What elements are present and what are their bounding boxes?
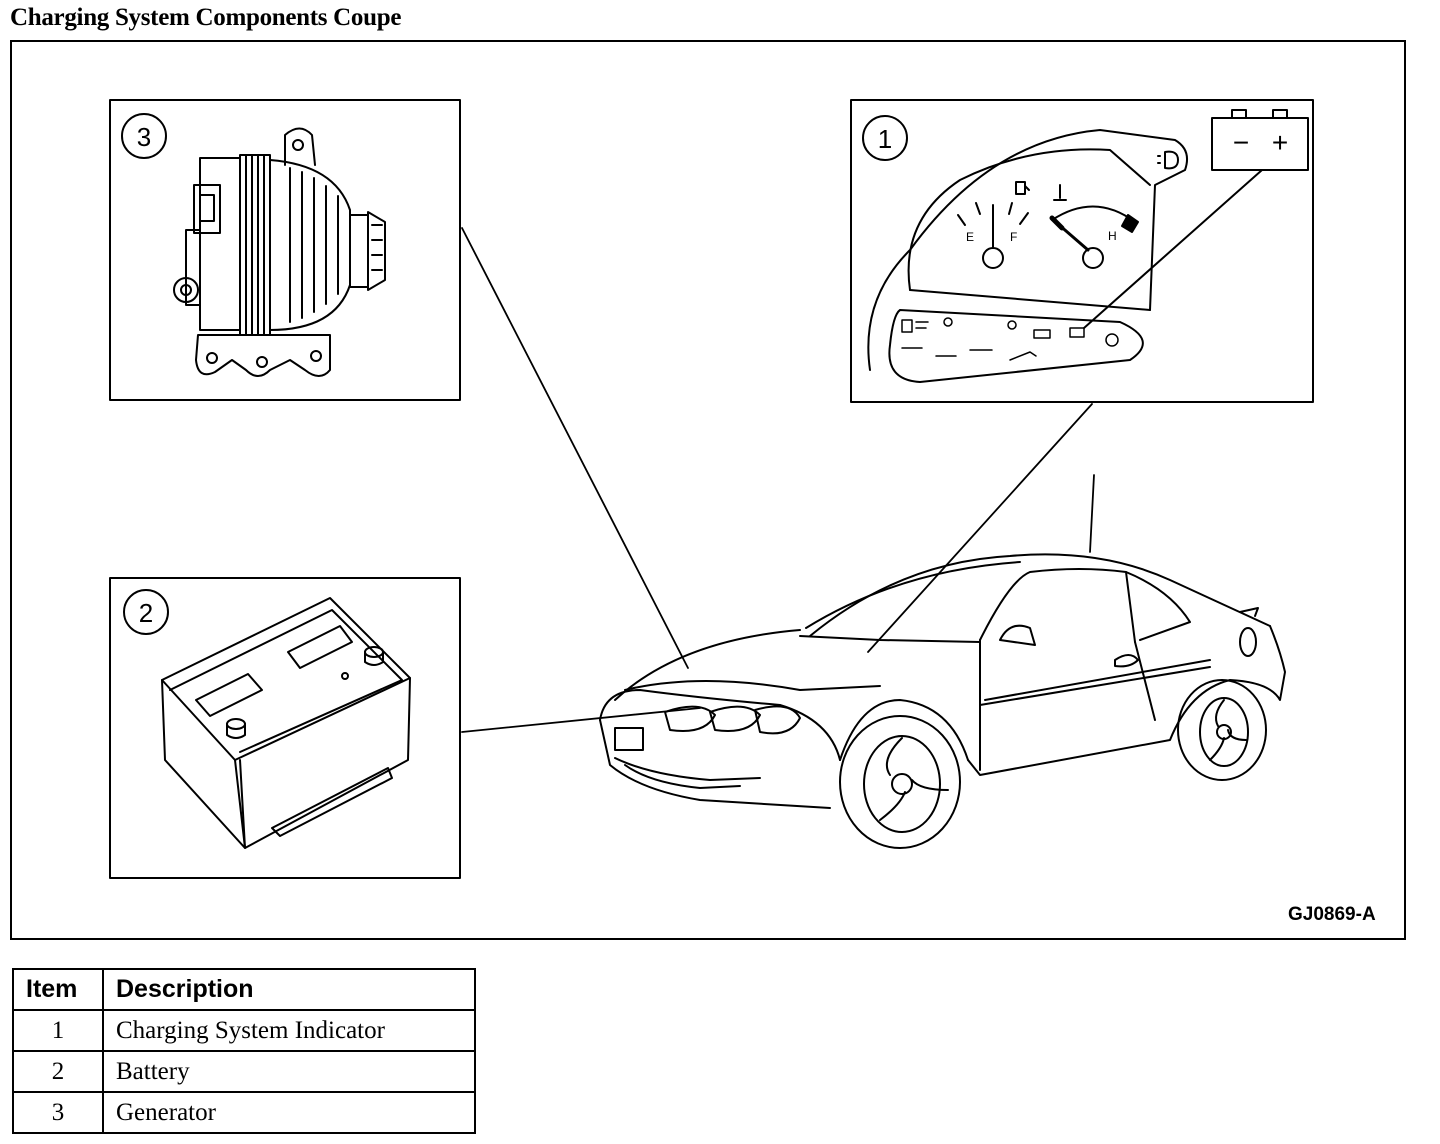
cluster-inset: 1 E F (850, 99, 1314, 403)
legend-item-description: Charging System Indicator (102, 1009, 476, 1052)
legend-header-item: Item (12, 968, 104, 1011)
headlamp-icon (1157, 150, 1179, 170)
legend-item-description: Generator (102, 1091, 476, 1134)
callout-3-label: 3 (137, 122, 151, 152)
callout-2-label: 2 (139, 598, 153, 628)
battery-inset: 2 (109, 577, 461, 879)
legend-table: Item Description 1 Charging System Indic… (12, 968, 476, 1134)
legend-item-description: Battery (102, 1050, 476, 1093)
table-row: 3 Generator (12, 1091, 476, 1134)
table-row: 2 Battery (12, 1050, 476, 1093)
leader-lines (461, 227, 1095, 733)
legend-item-number: 2 (12, 1050, 104, 1093)
fuel-empty-label: E (966, 230, 974, 244)
fuel-pump-icon (1015, 181, 1030, 195)
leader-cluster (867, 403, 1093, 653)
battery-plus-sign: + (1272, 127, 1288, 158)
thermometer-icon (1053, 184, 1067, 201)
leader-battery (461, 707, 701, 733)
table-row: 1 Charging System Indicator (12, 1009, 476, 1052)
warning-icons (901, 317, 1119, 361)
callout-1-label: 1 (878, 124, 892, 154)
battery-warning-icon: − + (1211, 109, 1309, 171)
fuel-full-label: F (1010, 230, 1017, 244)
battery-minus-sign: − (1233, 127, 1249, 158)
generator-inset: 3 (109, 99, 461, 401)
battery-icon-leader (1083, 169, 1263, 329)
figure-code: GJ0869-A (1288, 904, 1376, 925)
instrument-cluster-drawing: E F H (867, 109, 1309, 383)
leader-antenna (1089, 474, 1095, 553)
diagram-frame (10, 40, 1406, 940)
temp-hot-label: H (1108, 229, 1117, 243)
battery-drawing (161, 597, 411, 849)
legend-item-number: 1 (12, 1009, 104, 1052)
generator-drawing (173, 127, 386, 377)
legend-header-row: Item Description (12, 968, 476, 1011)
page-title: Charging System Components Coupe (10, 4, 402, 31)
leader-generator (461, 227, 689, 669)
coupe-car-drawing (599, 553, 1286, 849)
legend-header-description: Description (102, 968, 476, 1011)
legend-item-number: 3 (12, 1091, 104, 1134)
